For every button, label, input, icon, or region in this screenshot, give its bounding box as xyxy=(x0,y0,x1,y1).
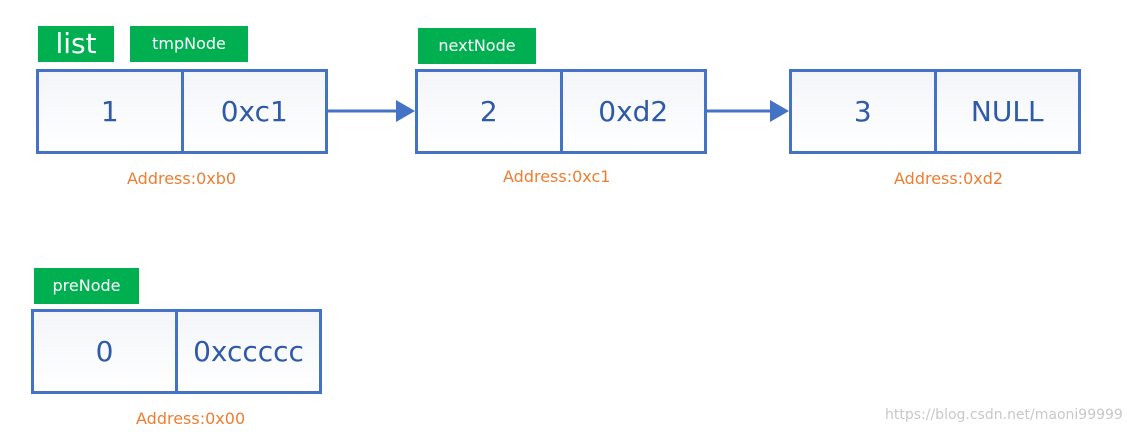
node-3-pointer: NULL xyxy=(933,72,1079,151)
list-label: list xyxy=(38,26,114,62)
arrow-node1-to-node2 xyxy=(328,100,415,122)
node-3-address: Address:0xd2 xyxy=(894,169,1004,188)
node-2: 2 0xd2 xyxy=(415,69,707,154)
node-1: 1 0xc1 xyxy=(36,69,328,154)
node-2-value: 2 xyxy=(479,95,498,128)
node-2-pointer: 0xd2 xyxy=(559,72,705,151)
pre-node-label: preNode xyxy=(34,268,139,304)
pre-node-address: Address:0x00 xyxy=(136,409,246,428)
pre-node-value: 0 xyxy=(95,335,114,368)
watermark-text: https://blog.csdn.net/maoni99999 xyxy=(885,407,1123,423)
arrow-node2-to-node3 xyxy=(707,100,789,122)
node-3-value: 3 xyxy=(853,95,872,128)
node-1-value: 1 xyxy=(100,95,119,128)
node-1-address: Address:0xb0 xyxy=(127,169,237,188)
node-1-pointer: 0xc1 xyxy=(180,72,326,151)
pre-node: 0 0xccccc xyxy=(31,309,322,394)
node-3: 3 NULL xyxy=(789,69,1081,154)
tmp-node-label: tmpNode xyxy=(130,26,248,62)
node-2-address: Address:0xc1 xyxy=(503,167,611,186)
pre-node-pointer: 0xccccc xyxy=(175,312,319,391)
next-node-label: nextNode xyxy=(418,28,536,64)
